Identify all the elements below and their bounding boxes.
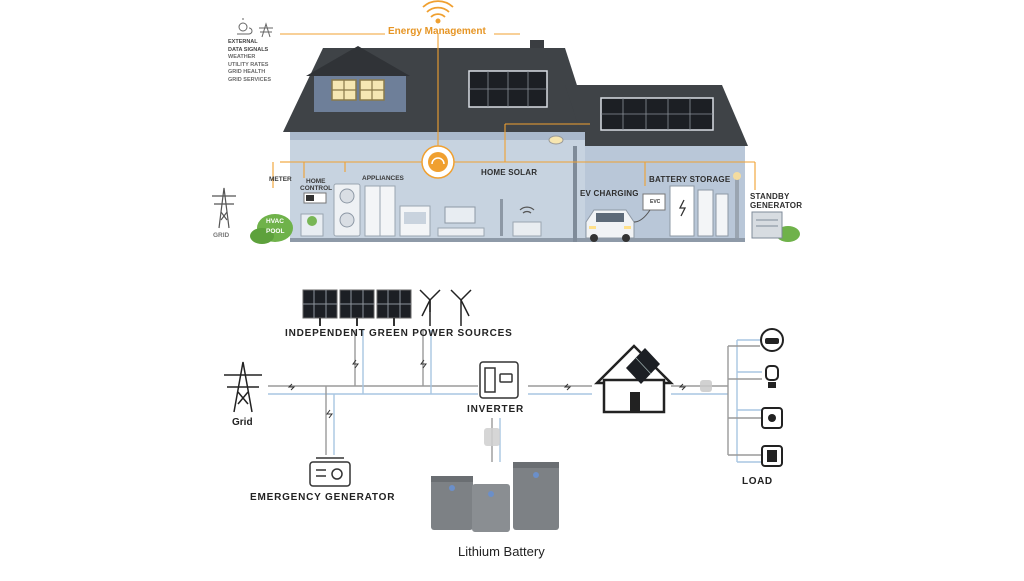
label-lithium-battery: Lithium Battery xyxy=(458,544,545,559)
external-item: GRID HEALTH xyxy=(228,69,266,75)
house-icon xyxy=(593,344,675,414)
label-standby-2: GENERATOR xyxy=(750,201,803,210)
label-green-power-sources: INDEPENDENT GREEN POWER SOURCES xyxy=(285,328,513,339)
label-home-solar: HOME SOLAR xyxy=(481,168,538,177)
grid-signal-icon xyxy=(259,22,273,38)
external-item: WEATHER xyxy=(228,54,256,60)
external-item: UTILITY RATES xyxy=(228,61,269,68)
green-solar-panels xyxy=(302,289,412,326)
external-title-1: EXTERNAL xyxy=(228,39,258,45)
label-grid: Grid xyxy=(232,417,253,428)
external-title-2: DATA SIGNALS xyxy=(228,46,269,53)
plug-icon xyxy=(484,428,500,446)
current-symbols xyxy=(287,359,687,419)
label-meter: METER xyxy=(269,176,292,183)
ev-car xyxy=(585,209,635,242)
label-ev-charging: EV CHARGING xyxy=(580,189,639,198)
energy-hub-icon xyxy=(421,145,455,179)
inverter-icon xyxy=(479,361,519,399)
lithium-battery-units xyxy=(431,462,559,532)
energy-management-title: Energy Management xyxy=(388,26,486,37)
label-grid-top: GRID xyxy=(213,232,230,239)
label-standby-1: STANDBY xyxy=(750,192,790,201)
label-load: LOAD xyxy=(742,476,773,487)
label-hvac: HVAC xyxy=(266,218,284,225)
wifi-icon xyxy=(422,0,454,24)
label-appliances: APPLIANCES xyxy=(362,175,404,182)
energy-management-lines xyxy=(272,33,756,190)
label-inverter: INVERTER xyxy=(467,404,524,415)
label-emergency-generator: EMERGENCY GENERATOR xyxy=(250,492,396,503)
label-home-control-1: HOME xyxy=(306,178,326,185)
generator-icon xyxy=(309,457,351,487)
grid-tower-icon xyxy=(212,187,236,229)
load-icons xyxy=(760,328,784,467)
external-data-signals: EXTERNAL DATA SIGNALS WEATHER UTILITY RA… xyxy=(228,39,271,84)
label-evc: EVC xyxy=(650,199,661,205)
wind-turbine-icons xyxy=(419,289,472,326)
label-pool: POOL xyxy=(266,228,285,235)
external-item: GRID SERVICES xyxy=(228,76,271,83)
plug-icon-2 xyxy=(700,380,712,392)
grid-pylon-icon xyxy=(224,361,262,413)
weather-icon xyxy=(237,18,253,35)
power-lines xyxy=(268,330,762,463)
label-home-control-2: CONTROL xyxy=(300,185,333,192)
roof-solar-panel-2 xyxy=(600,97,714,131)
label-battery-storage: BATTERY STORAGE xyxy=(649,175,731,184)
roof-solar-panel-1 xyxy=(468,70,548,108)
house-illustration xyxy=(250,40,800,244)
